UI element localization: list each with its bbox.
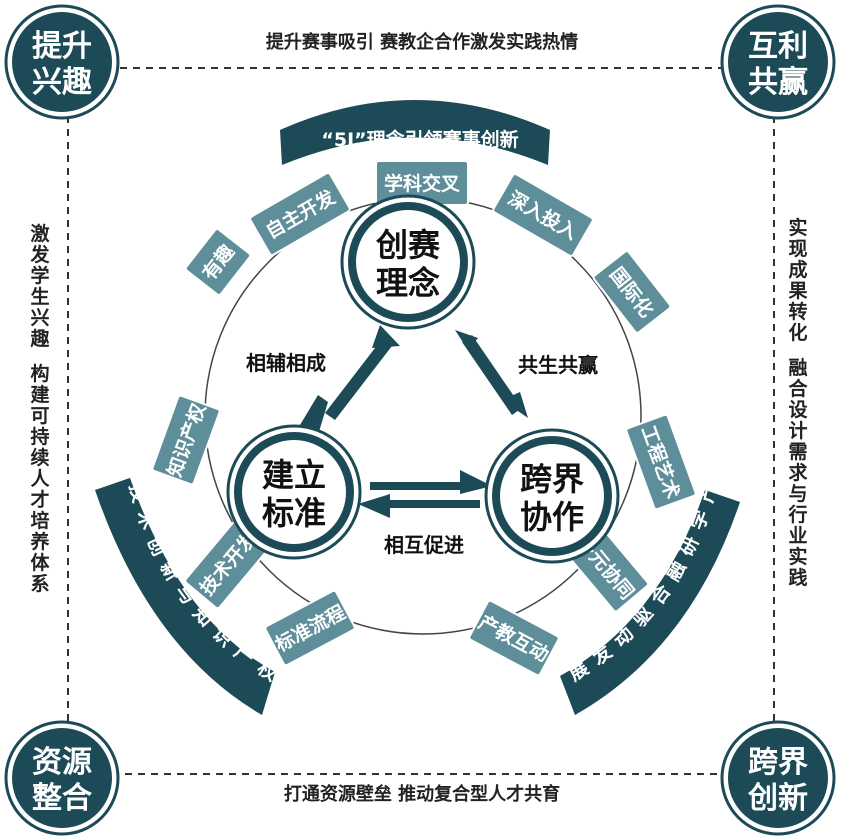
segment-label: 学科交叉 <box>384 172 461 195</box>
node-label-line: 跨界 <box>520 460 584 498</box>
arc-left-band <box>95 478 275 715</box>
arrow-tr-up <box>455 330 478 350</box>
edge-vertical-line: 激发学生兴趣 <box>29 222 50 350</box>
edge-bottom-text: 打通资源壁垒 推动复合型人才共育 <box>284 783 560 805</box>
arrow-bottom-right <box>370 482 470 490</box>
edge-top-text: 提升赛事吸引 赛教企合作激发实践热情 <box>266 31 578 53</box>
segment-block <box>249 172 351 256</box>
segment-block <box>625 413 697 511</box>
arrow-tl-down <box>300 395 328 435</box>
edge-vertical-line: 实现成果转化 <box>787 216 807 344</box>
segment-block <box>151 394 221 486</box>
node-inner <box>500 444 604 548</box>
corner-label-line: 互利 <box>748 29 808 64</box>
corner-disc <box>12 728 112 828</box>
relation-right: 共生共赢 <box>518 353 598 377</box>
segment-left: 知识产权 <box>151 394 221 486</box>
arrow-tr-head <box>502 392 528 418</box>
segment-block <box>184 228 252 296</box>
corner-label-line: 资源 <box>32 745 92 780</box>
triangle-arrows <box>300 325 528 518</box>
node-inner <box>356 210 460 314</box>
segment-left: 标准流程 <box>264 589 356 667</box>
corner-label-line: 共赢 <box>748 65 808 100</box>
arrow-tl-up <box>325 335 395 420</box>
edge-vertical-line: 构建可持续人才培养体系 <box>29 362 50 595</box>
arc-char: 产 <box>694 481 721 505</box>
arc-char: 技 <box>125 481 152 506</box>
arrow-tr-down <box>462 335 522 415</box>
relation-left: 相辅相成 <box>246 351 326 375</box>
corner-label-line: 整合 <box>32 781 92 816</box>
relation-bottom: 相互促进 <box>384 533 464 557</box>
segment-right: 产教互动 <box>468 599 560 677</box>
segment-block <box>492 173 594 257</box>
arrow-tl-head <box>372 325 400 348</box>
segment-top: 有趣 <box>184 228 252 296</box>
arc-top-band <box>280 100 550 165</box>
arrow-bottom-left-head <box>358 494 390 518</box>
corner-label-line: 创新 <box>747 781 808 816</box>
corner-label-line: 兴趣 <box>32 65 92 100</box>
segment-top: 自主开发 <box>249 172 351 256</box>
node-label-line: 协作 <box>520 498 584 536</box>
segment-block <box>468 599 560 677</box>
corner-disc <box>728 728 828 828</box>
node-label-line: 建立 <box>262 456 326 494</box>
corner-disc <box>728 12 828 112</box>
arc-top-label: “5I”理念引领赛事创新 <box>321 128 518 151</box>
segment-block <box>264 589 356 667</box>
corner-label-line: 跨界 <box>748 745 808 780</box>
dashed-frame <box>67 67 775 775</box>
arrow-bottom-left <box>380 500 480 508</box>
edge-vertical-line: 融合设计需求与行业实践 <box>787 357 808 589</box>
node-label-line: 理念 <box>376 264 440 302</box>
segment-top: 国际化 <box>592 250 672 334</box>
segment-top: 学科交叉 <box>375 160 469 206</box>
node-inner <box>242 440 346 544</box>
corner-disc <box>12 12 112 112</box>
arc-right-band <box>560 490 740 715</box>
segment-block <box>592 250 672 334</box>
node-label-line: 标准 <box>262 494 326 532</box>
segment-top: 深入投入 <box>492 173 594 257</box>
corner-label-line: 提升 <box>32 29 92 64</box>
node-label-line: 创赛 <box>375 226 441 264</box>
arrow-bottom-right-head <box>460 470 492 494</box>
